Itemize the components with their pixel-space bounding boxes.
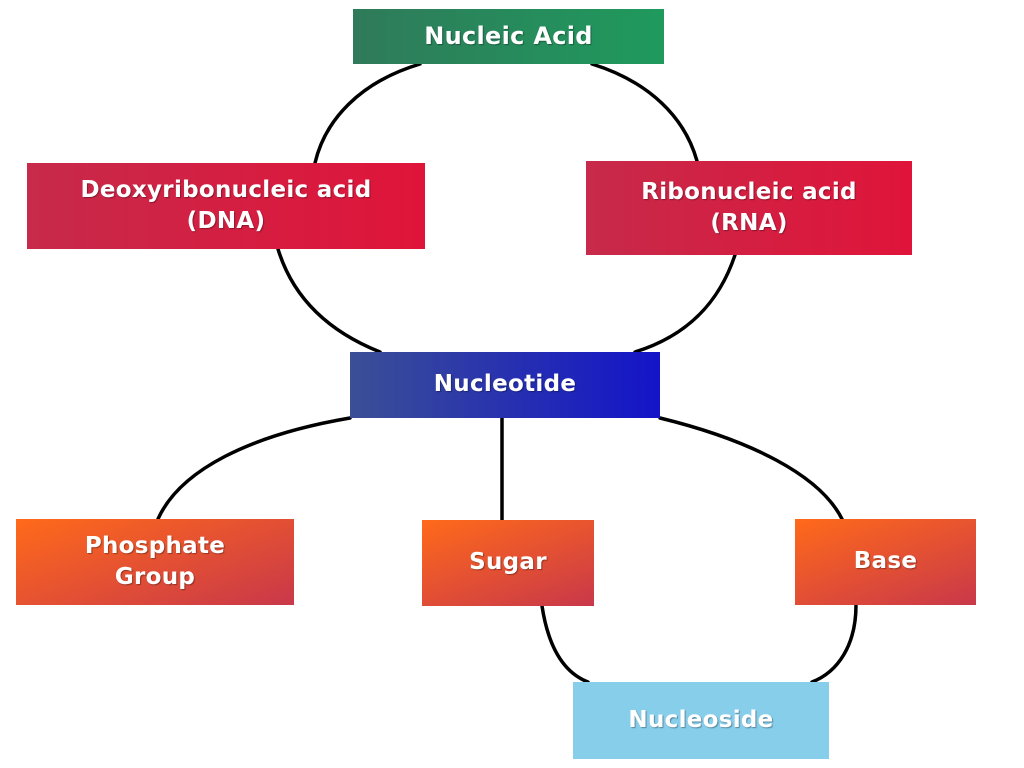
node-rna-label-line2: (RNA) <box>710 210 788 236</box>
connector-nucleotide-phosphate <box>156 416 352 521</box>
node-rna: Ribonucleic acid (RNA) <box>586 161 912 255</box>
node-nucleoside-label: Nucleoside <box>628 706 774 733</box>
node-phosphate-label-line2: Group <box>114 564 196 590</box>
node-dna: Deoxyribonucleic acid (DNA) <box>27 163 425 249</box>
node-sugar-label: Sugar <box>469 549 547 576</box>
connector-rna-nucleotide <box>633 253 737 354</box>
connector-nucleotide-base <box>658 416 844 521</box>
node-base: Base <box>795 519 976 605</box>
node-base-label: Base <box>853 548 918 575</box>
connector-dna-nucleotide <box>276 247 382 354</box>
connector-base-nucleoside <box>810 603 858 684</box>
node-dna-label-line1: Deoxyribonucleic acid <box>80 176 372 203</box>
node-phosphate-group: Phosphate Group <box>16 519 294 605</box>
node-rna-label-line1: Ribonucleic acid <box>641 178 857 205</box>
node-sugar: Sugar <box>422 520 594 606</box>
node-nucleic-acid: Nucleic Acid <box>353 9 664 64</box>
node-nucleoside: Nucleoside <box>573 682 829 759</box>
node-dna-label-line2: (DNA) <box>186 208 266 234</box>
connector-sugar-nucleoside <box>540 604 590 684</box>
node-nucleic-acid-label: Nucleic Acid <box>424 22 593 51</box>
node-phosphate-label-line1: Phosphate <box>84 532 226 559</box>
connector-nucleic-acid-rna <box>590 62 699 163</box>
node-nucleotide-label: Nucleotide <box>433 371 577 398</box>
connector-nucleic-acid-dna <box>313 62 422 165</box>
node-nucleotide: Nucleotide <box>350 352 660 418</box>
